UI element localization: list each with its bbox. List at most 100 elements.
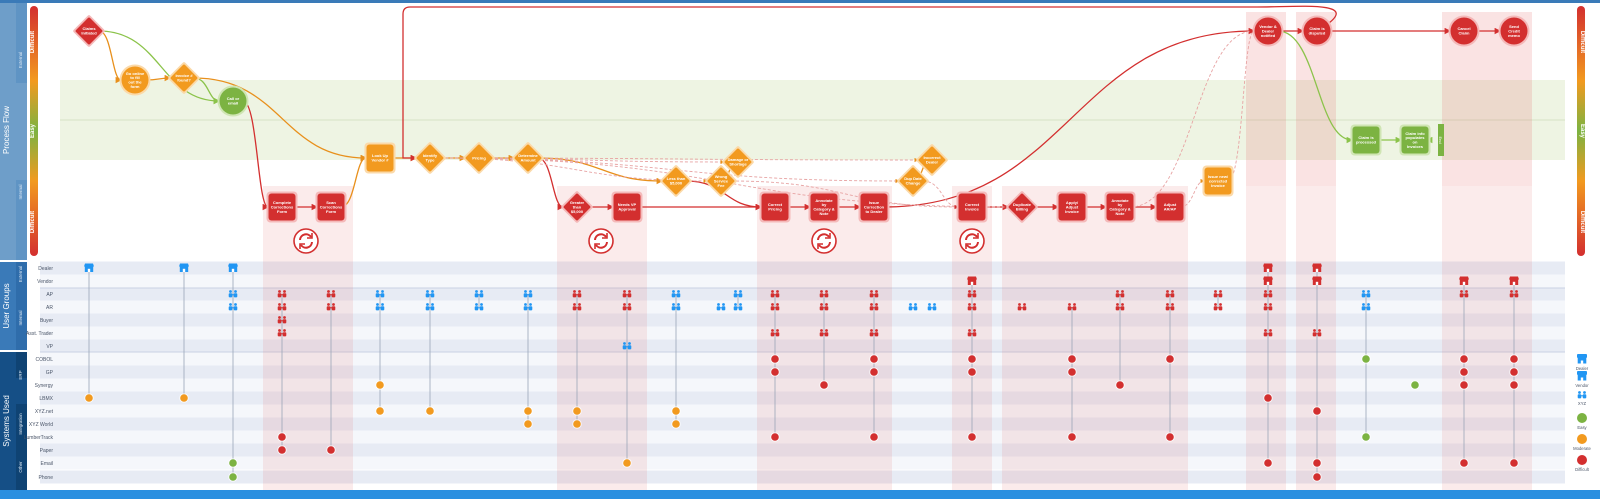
user-cell-ar-apply-adjust	[1067, 303, 1077, 311]
row-band-gp	[40, 365, 1565, 379]
user-cell-asst-trader-annotate-1	[819, 329, 829, 337]
row-band-synergy	[40, 378, 1565, 392]
row-band-ap	[40, 287, 1565, 301]
flow-link-identify_type-to-damage_shortage	[439, 157, 725, 165]
system-cell-gp-cancel-claim	[1459, 367, 1469, 377]
system-cell-xyz-world-greater-5000	[572, 419, 582, 429]
scale-right-bottom: Difficult	[1579, 211, 1585, 233]
user-cell-dealer-invoice-found	[179, 263, 189, 272]
user-cell-ar-pricing	[474, 303, 484, 311]
step-label-line: Greater	[570, 200, 585, 205]
user-cell-ap-adjust-ar-ap	[1165, 290, 1175, 298]
user-cell-asst-trader-vendor-dealer-notified	[1263, 329, 1273, 337]
step-label-line: Issue	[869, 200, 880, 205]
user-cell-asst-trader-claim-disputed	[1312, 329, 1322, 337]
step-label-line: Duplicate	[1013, 202, 1032, 207]
step-label-line: Form	[277, 209, 287, 214]
row-label-lumbertrack: LumberTrack	[24, 435, 54, 441]
step-label-line: Invoice	[965, 207, 980, 212]
system-cell-email-call-email	[228, 458, 238, 468]
sublabel-process-internal: Internal	[18, 184, 23, 199]
user-cell-ar-wrong-service	[716, 303, 726, 311]
user-cell-ar-correct-invoice	[967, 303, 977, 311]
system-cell-gp-apply-adjust	[1067, 367, 1077, 377]
row-label-asst-trader: Asst. Trader	[26, 331, 53, 337]
step-label-line: Identify	[423, 153, 438, 158]
flow-link-wrong_service-to-correct_invoice	[730, 180, 959, 210]
step-label-line: Adjust	[1164, 202, 1177, 207]
user-cell-ar-correct-pricing	[770, 303, 780, 311]
user-cell-ar-issue-correction	[869, 303, 879, 311]
step-label-line: Pricing	[472, 155, 486, 160]
row-band-vp	[40, 339, 1565, 353]
system-cell-lumbertrack-correct-pricing	[770, 432, 780, 442]
row-label-phone: Phone	[39, 475, 54, 481]
step-label-line: Approval	[618, 207, 635, 212]
user-cell-ap-greater-5000	[572, 290, 582, 298]
step-end-marker[interactable]: End	[1438, 124, 1444, 156]
user-cell-ap-send-credit	[1509, 290, 1519, 298]
system-cell-email-send-credit	[1509, 458, 1519, 468]
user-cell-ar-issue-new	[1213, 303, 1223, 311]
step-label-line: Send	[1509, 24, 1519, 29]
scale-left-top: Difficult	[30, 31, 36, 53]
rework-cycle-1-icon	[293, 228, 319, 254]
step-less-5000[interactable]: Less than$5,000	[659, 164, 692, 197]
user-cell-ar-complete-corrections	[277, 303, 287, 311]
step-invoice-found[interactable]: Invoice #found?	[167, 61, 200, 94]
system-cell-cobol-issue-correction	[869, 354, 879, 364]
step-label-line: Fee	[718, 183, 726, 188]
step-label-line: notified	[1261, 33, 1276, 38]
system-cell-gp-correct-pricing	[770, 367, 780, 377]
row-band-lumbertrack	[40, 430, 1565, 444]
step-label-line: Go online	[126, 71, 145, 76]
step-label-line: Issue new/	[1208, 174, 1229, 179]
system-cell-xyz-net-less-5000	[671, 406, 681, 416]
system-cell-cobol-apply-adjust	[1067, 354, 1077, 364]
system-cell-email-claim-disputed	[1312, 458, 1322, 468]
legend-xyz: XYZ	[1577, 391, 1587, 406]
row-band-ar	[40, 300, 1565, 314]
step-pricing[interactable]: Pricing	[462, 141, 495, 174]
step-label-line: by	[1118, 202, 1123, 207]
rework-cycle-2-icon	[588, 228, 614, 254]
step-label-line: Change	[906, 181, 921, 186]
user-cell-asst-trader-correct-invoice	[967, 329, 977, 337]
step-label-line: out the	[128, 80, 142, 85]
row-label-synergy: Synergy	[35, 383, 54, 389]
system-cell-xyz-net-greater-5000	[572, 406, 582, 416]
system-cell-cobol-cancel-claim	[1459, 354, 1469, 364]
step-label-line: Invoices	[1407, 144, 1424, 149]
row-label-xyz-net: XYZ.net	[35, 409, 54, 415]
step-label-line: Correct	[965, 202, 980, 207]
